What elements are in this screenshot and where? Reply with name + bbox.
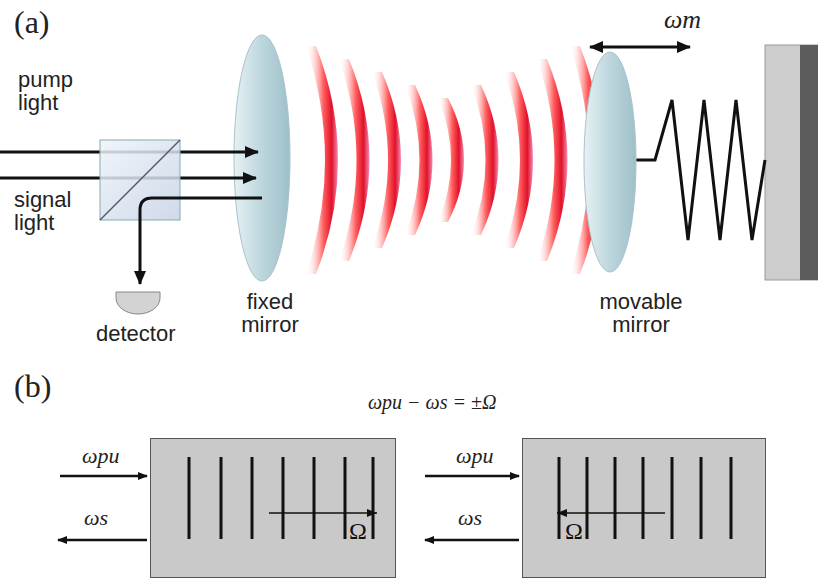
- part-label: movable mirror: [596, 290, 686, 336]
- wavefront: [438, 98, 464, 222]
- wavefront: [372, 72, 401, 248]
- wavefront: [504, 72, 533, 248]
- beam-label: pump light: [18, 68, 88, 114]
- equation: ωpu − ωs = ±Ω: [368, 392, 496, 413]
- signal-arrow: [58, 539, 147, 542]
- beam-label: signal light: [14, 188, 84, 234]
- cavity-field: [306, 46, 602, 274]
- grating-lines: [151, 439, 397, 579]
- grating-box: Ω: [150, 438, 396, 578]
- output-beam: [140, 198, 262, 284]
- motion-arrow: [590, 46, 690, 49]
- panel-letter: (b): [14, 370, 51, 404]
- frequency-symbol: ωs: [458, 506, 482, 529]
- fixed-mirror: [234, 35, 290, 281]
- frequency-symbol: ωs: [84, 506, 108, 529]
- panel-letter: (a): [14, 6, 50, 40]
- movable-mirror: [584, 52, 636, 272]
- frequency-symbol: ωpu: [82, 444, 120, 467]
- detector-symbol: [116, 292, 160, 314]
- pump-arrow: [425, 475, 519, 478]
- pump-arrow: [60, 475, 147, 478]
- frequency-symbol: ωm: [664, 6, 701, 33]
- part-label: detector: [96, 322, 176, 345]
- signal-arrow: [425, 539, 519, 542]
- wall: [765, 45, 818, 280]
- wavefront: [405, 85, 433, 235]
- grating-box: Ω: [522, 438, 766, 578]
- frequency-symbol: Ω: [347, 519, 369, 543]
- frequency-symbol: ωpu: [456, 444, 494, 467]
- wavefront: [339, 59, 370, 261]
- frequency-symbol: Ω: [563, 519, 585, 543]
- wavefront: [306, 46, 338, 274]
- part-label: fixed mirror: [230, 290, 310, 336]
- wall-edge: [800, 45, 818, 280]
- spring: [636, 100, 765, 240]
- wavefront: [471, 85, 499, 235]
- grating-lines: [523, 439, 767, 579]
- wavefront: [537, 59, 568, 261]
